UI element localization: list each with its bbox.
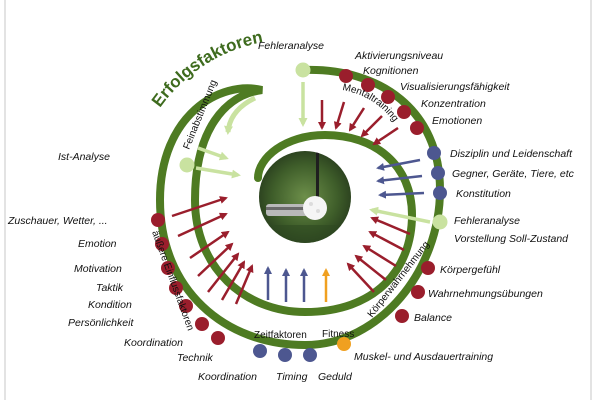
label-aeussere-einflussfaktoren: äußere Einflussfaktoren <box>149 229 195 332</box>
label-fehleranalyse-top: Fehleranalyse <box>258 40 324 52</box>
analysis-arrows <box>195 82 431 224</box>
label-balance: Balance <box>414 312 452 324</box>
label-konstitution: Konstitution <box>456 188 511 200</box>
perception-nodes <box>395 261 435 323</box>
label-kognitionen: Kognitionen <box>363 65 419 77</box>
analysis-nodes <box>179 62 448 230</box>
label-disziplin: Disziplin und Leidenschaft <box>450 148 573 160</box>
perception-arrows <box>346 216 411 293</box>
label-konzentration: Konzentration <box>421 98 486 110</box>
label-fehleranalyse-right: Fehleranalyse <box>454 215 520 227</box>
external-nodes <box>151 213 225 345</box>
label-zeitfaktoren: Zeitfaktoren <box>254 330 307 341</box>
label-koerpergefuehl: Körpergefühl <box>440 264 501 276</box>
outer-labels: Fehleranalyse Aktivierungsniveau Kogniti… <box>7 40 575 383</box>
label-emotion: Emotion <box>78 238 117 250</box>
label-ist-analyse: Ist-Analyse <box>58 151 110 163</box>
mental-nodes <box>339 69 424 135</box>
label-persoenlichkeit: Persönlichkeit <box>68 317 134 329</box>
right-border-line <box>590 0 592 400</box>
label-muskel: Muskel- und Ausdauertraining <box>354 351 493 363</box>
external-arrows <box>171 196 254 305</box>
label-wahrnehmungsuebungen: Wahrnehmungsübungen <box>428 288 543 300</box>
label-gegner: Gegner, Geräte, Tiere, etc <box>452 168 575 180</box>
label-kondition: Kondition <box>88 299 132 311</box>
fehleranalyse-right-node <box>432 214 448 230</box>
fehleranalyse-node <box>295 62 311 78</box>
label-vorstellung: Vorstellung Soll-Zustand <box>454 233 569 245</box>
label-geduld: Geduld <box>318 371 353 383</box>
label-motivation: Motivation <box>74 263 122 275</box>
label-koerperwahrnehmung: Körperwahrnehmung <box>366 239 432 319</box>
constitution-nodes <box>427 146 447 200</box>
constitution-arrows <box>376 158 425 199</box>
golf-ball-photo <box>259 151 351 243</box>
ist-analyse-node <box>179 157 195 173</box>
time-nodes <box>253 337 351 362</box>
label-koordination-bottom: Koordination <box>198 371 257 383</box>
label-aktivierungsniveau: Aktivierungsniveau <box>354 50 443 62</box>
label-fitness: Fitness <box>322 329 354 340</box>
label-visualisierung: Visualisierungsfähigkeit <box>400 81 511 93</box>
mental-arrows <box>318 100 399 146</box>
label-zuschauer: Zuschauer, Wetter, ... <box>7 215 108 227</box>
label-emotionen: Emotionen <box>432 115 482 127</box>
label-taktik: Taktik <box>96 282 124 294</box>
label-timing: Timing <box>276 371 308 383</box>
left-border-line <box>4 0 6 400</box>
time-arrows <box>264 266 330 302</box>
label-koordination-left: Koordination <box>124 337 183 349</box>
label-technik: Technik <box>177 352 214 364</box>
